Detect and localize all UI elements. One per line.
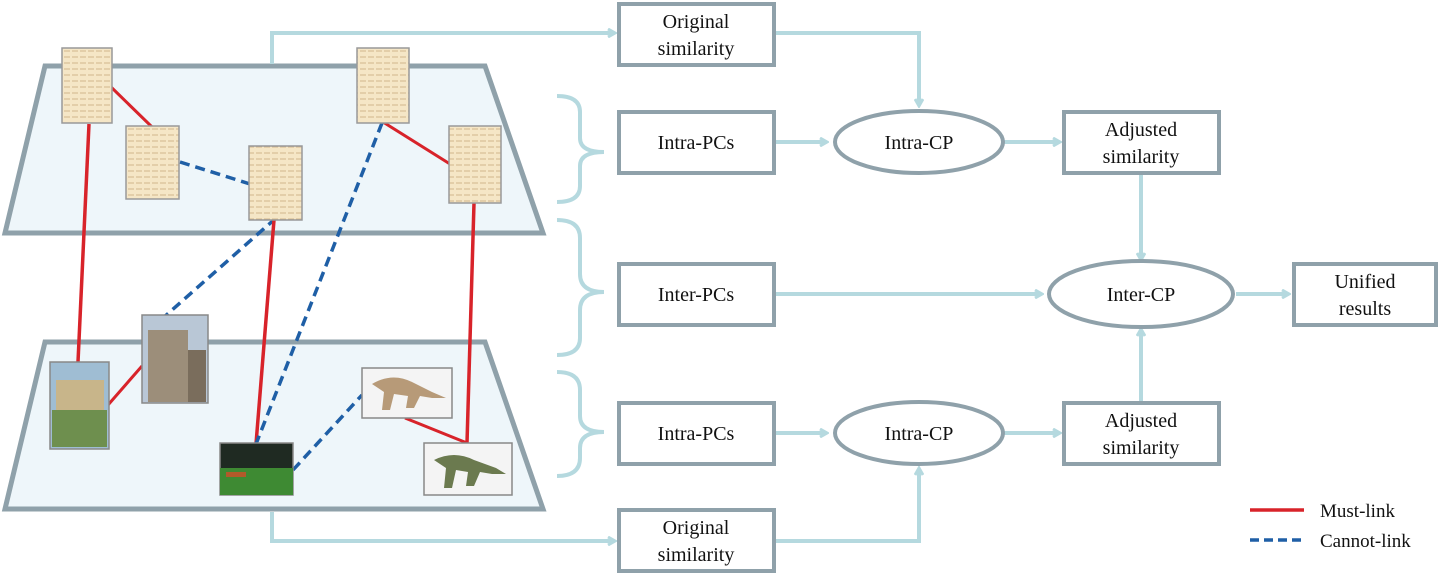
ellipse-label: Intra-CP: [885, 132, 954, 154]
ellipse-label: Intra-CP: [885, 423, 954, 445]
box-label: Intra-PCs: [658, 132, 735, 154]
must-link-line: [106, 365, 144, 406]
box-label: similarity: [1103, 437, 1180, 459]
cannot-link-line: [291, 393, 364, 472]
text-document-icon: [356, 47, 410, 124]
box-label: similarity: [658, 544, 735, 566]
adjusted-similarity-bottom-box: Adjusted similarity: [1062, 401, 1221, 466]
unified-results-box: Unified results: [1292, 262, 1438, 327]
inter-cp-ellipse: Inter-CP: [1047, 259, 1235, 329]
brace-inter: [556, 218, 605, 357]
original-similarity-top-box: Original similarity: [617, 2, 776, 67]
arrow-plane-to-orig-top: [270, 33, 614, 64]
must-link-line: [404, 416, 468, 445]
arrow-orig-bottom-to-intra-cp: [774, 469, 919, 543]
box-label: results: [1339, 298, 1391, 320]
box-label: similarity: [658, 38, 735, 60]
ellipse-label: Inter-CP: [1107, 284, 1175, 306]
box-label: Original: [663, 11, 730, 33]
intra-cp-bottom-ellipse: Intra-CP: [833, 400, 1005, 466]
text-document-icon: [248, 145, 303, 221]
must-link-line: [108, 84, 154, 129]
dinosaur-photo-icon: [361, 367, 453, 419]
legend-cannot-link-label: Cannot-link: [1320, 531, 1411, 552]
cannot-link-line: [254, 122, 384, 445]
must-link-line: [382, 120, 451, 166]
brace-intra-top: [556, 94, 605, 204]
arrow-orig-top-to-intra-cp: [774, 31, 919, 105]
text-document-icon: [448, 125, 502, 204]
legend-must-link-label: Must-link: [1320, 501, 1395, 522]
must-link-line: [465, 202, 476, 444]
inter-pcs-box: Inter-PCs: [617, 262, 776, 327]
box-label: Original: [663, 517, 730, 539]
intra-cp-top-ellipse: Intra-CP: [833, 109, 1005, 175]
intra-pcs-bottom-box: Intra-PCs: [617, 401, 776, 466]
adjusted-similarity-top-box: Adjusted similarity: [1062, 110, 1221, 175]
box-label: Inter-PCs: [658, 284, 734, 306]
stadium-photo-icon: [219, 442, 294, 496]
intra-pcs-top-box: Intra-PCs: [617, 110, 776, 175]
brace-intra-bottom: [556, 370, 605, 478]
building-photo-icon: [49, 361, 110, 450]
original-similarity-bottom-box: Original similarity: [617, 508, 776, 573]
box-label: similarity: [1103, 146, 1180, 168]
legend: Must-link Cannot-link: [1250, 501, 1411, 552]
cannot-link-line: [161, 216, 278, 320]
dinosaur-photo-icon: [423, 442, 513, 496]
cannot-link-line: [179, 160, 251, 186]
must-link-line: [254, 219, 276, 445]
box-label: Adjusted: [1105, 410, 1177, 432]
must-link-line: [76, 123, 91, 363]
arrow-plane-to-orig-bottom: [270, 512, 614, 541]
box-label: Unified: [1334, 271, 1395, 293]
link-lines: [76, 84, 476, 472]
box-label: Adjusted: [1105, 119, 1177, 141]
box-label: Intra-PCs: [658, 423, 735, 445]
text-document-icon: [125, 125, 180, 200]
text-document-icon: [61, 47, 113, 124]
building-photo-icon: [141, 314, 209, 404]
